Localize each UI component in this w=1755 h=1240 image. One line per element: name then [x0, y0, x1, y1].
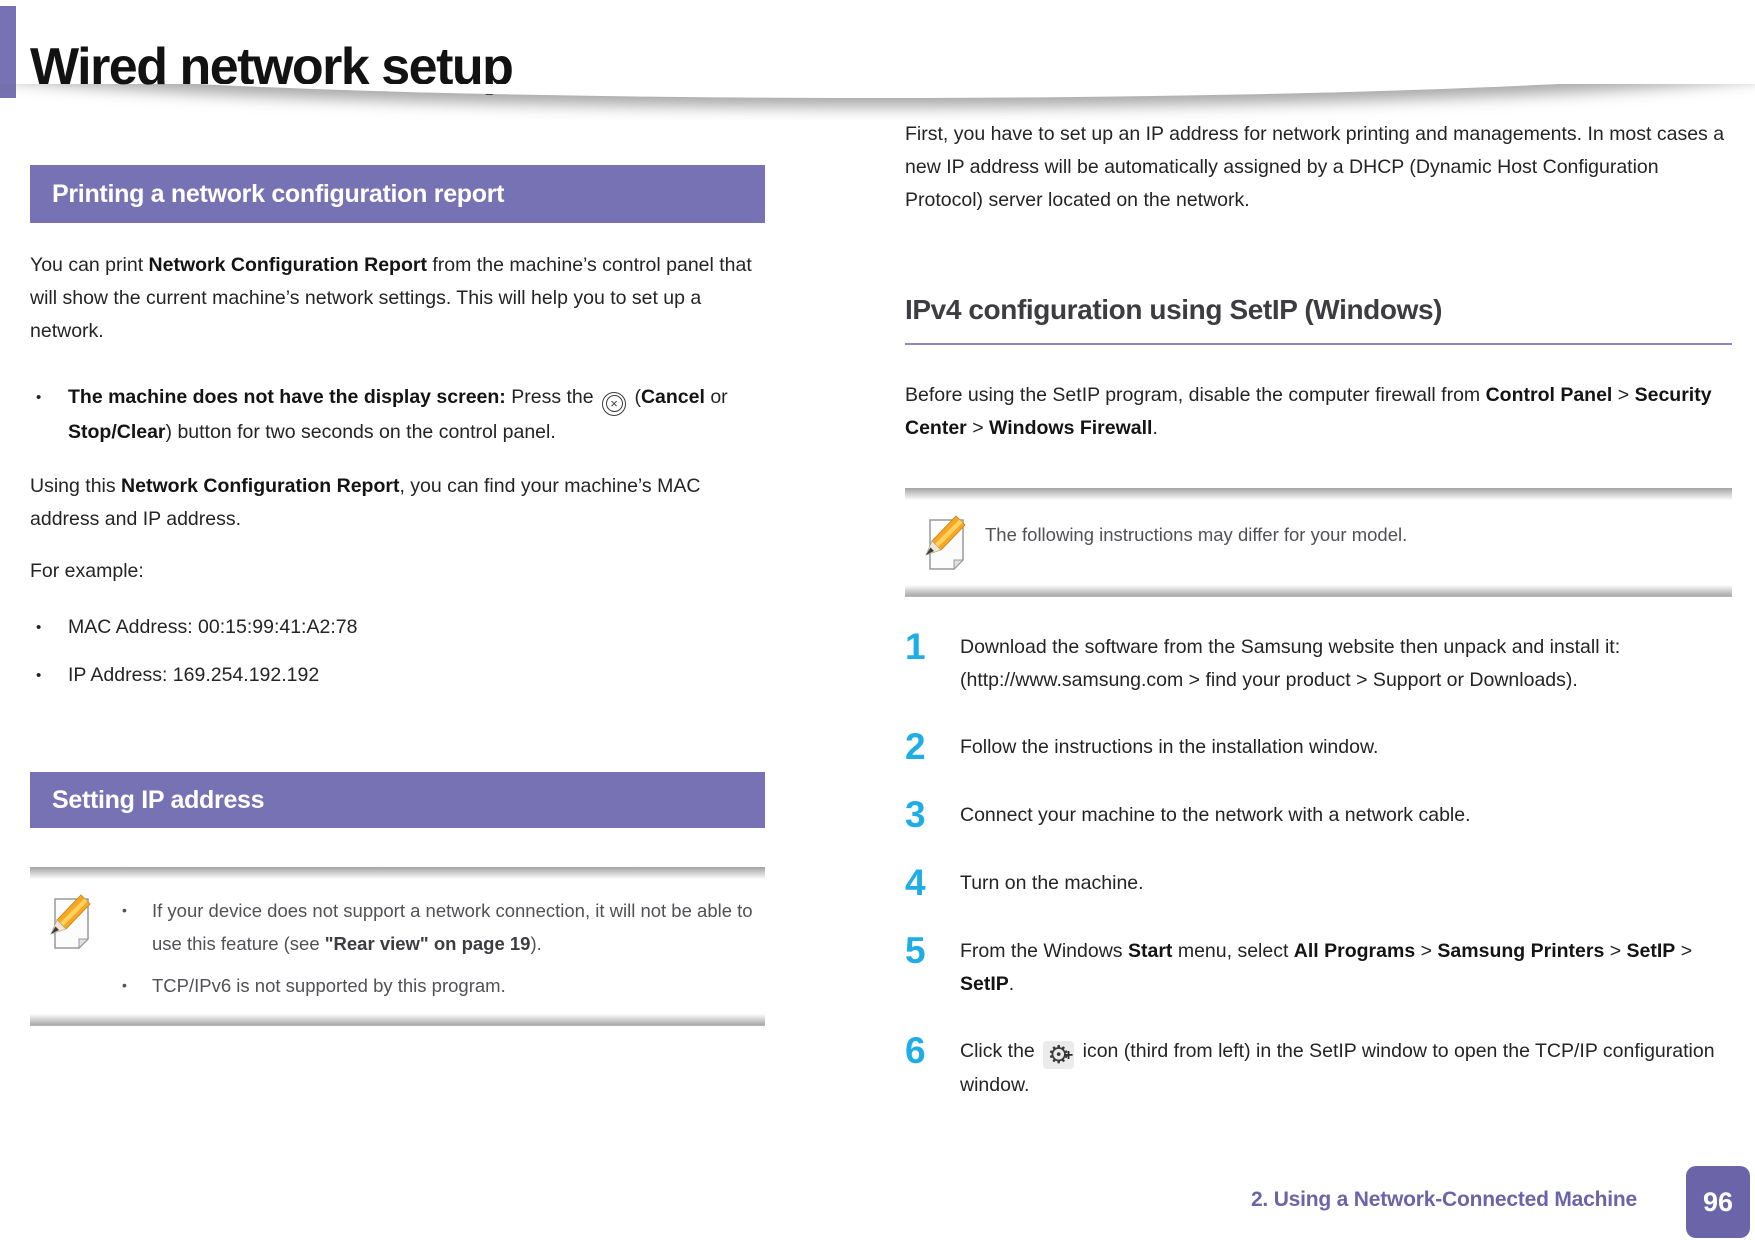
step-text: Connect your machine to the network with… [960, 804, 1471, 826]
note-content: • If your device does not support a netw… [110, 894, 757, 1002]
step-list: 1 Download the software from the Samsung… [905, 626, 1732, 1102]
example-text: IP Address: 169.254.192.192 [68, 664, 320, 686]
step-text: Download the software from the Samsung w… [960, 636, 1621, 691]
example-text: MAC Address: 00:15:99:41:A2:78 [68, 616, 358, 638]
cancel-icon [602, 391, 627, 416]
step-text: Turn on the machine. [960, 872, 1144, 894]
step-number: 6 [905, 1030, 926, 1071]
section-header-printing-report: Printing a network configuration report [30, 165, 765, 223]
note-box: • If your device does not support a netw… [30, 867, 765, 1026]
bullet-text: The machine does not have the display sc… [68, 381, 765, 449]
left-column: Printing a network configuration report … [30, 0, 765, 1026]
bullet-item: • The machine does not have the display … [30, 381, 765, 449]
footer-chapter-label: 2. Using a Network-Connected Machine [1250, 1188, 1637, 1211]
note-pencil-icon [50, 894, 91, 950]
step-row: 2 Follow the instructions in the install… [905, 726, 1732, 767]
paragraph: Before using the SetIP program, disable … [905, 384, 1712, 439]
example-item: • IP Address: 169.254.192.192 [30, 659, 765, 692]
step-row: 5 From the Windows Start menu, select Al… [905, 930, 1732, 1001]
note-content: The following instructions may differ fo… [985, 524, 1408, 545]
example-list: • MAC Address: 00:15:99:41:A2:78 • IP Ad… [30, 611, 765, 692]
bullet-dot: • [36, 389, 42, 406]
example-item: • MAC Address: 00:15:99:41:A2:78 [30, 611, 765, 644]
step-number: 1 [905, 626, 926, 667]
note-box: The following instructions may differ fo… [905, 488, 1732, 597]
footer-page-number: 96 [1702, 1186, 1734, 1217]
step-row: 6 Click the icon (third from left) in th… [905, 1030, 1732, 1102]
note-pencil-icon [925, 515, 966, 571]
note-bullet-text: If your device does not support a networ… [152, 900, 753, 954]
paragraph: Using this Network Configuration Report,… [30, 474, 701, 530]
step-text: From the Windows Start menu, select All … [960, 940, 1693, 995]
paragraph: For example: [30, 560, 144, 582]
step-number: 2 [905, 726, 926, 767]
section-header-label: Setting IP address [52, 785, 265, 814]
step-number: 3 [905, 794, 926, 835]
paragraph: First, you have to set up an IP address … [905, 123, 1725, 211]
section-header-label: Printing a network configuration report [52, 179, 505, 208]
paragraph: You can print Network Configuration Repo… [30, 254, 752, 342]
section-header-setting-ip: Setting IP address [30, 772, 765, 828]
bullet-dot: • [36, 619, 42, 636]
step-number: 5 [905, 930, 926, 971]
note-bullet-text: TCP/IPv6 is not supported by this progra… [152, 975, 506, 996]
footer-page-number-badge: 96 [1686, 1166, 1750, 1238]
note-bullet-item: • If your device does not support a netw… [110, 894, 757, 960]
step-row: 1 Download the software from the Samsung… [905, 626, 1732, 697]
subsection-heading-ipv4: IPv4 configuration using SetIP (Windows) [905, 293, 1732, 345]
step-text: Follow the instructions in the installat… [960, 736, 1379, 758]
note-bullet-item: • TCP/IPv6 is not supported by this prog… [110, 969, 757, 1002]
right-column: First, you have to set up an IP address … [905, 0, 1732, 1102]
chapter-accent-bar [0, 6, 16, 98]
setip-gear-icon [1043, 1039, 1075, 1072]
step-row: 3 Connect your machine to the network wi… [905, 794, 1732, 835]
bullet-dot: • [122, 902, 127, 918]
step-row: 4 Turn on the machine. [905, 862, 1732, 903]
step-text: Click the icon (third from left) in the … [960, 1035, 1732, 1102]
step-number: 4 [905, 862, 926, 903]
bullet-dot: • [36, 667, 42, 684]
bullet-dot: • [122, 977, 127, 993]
